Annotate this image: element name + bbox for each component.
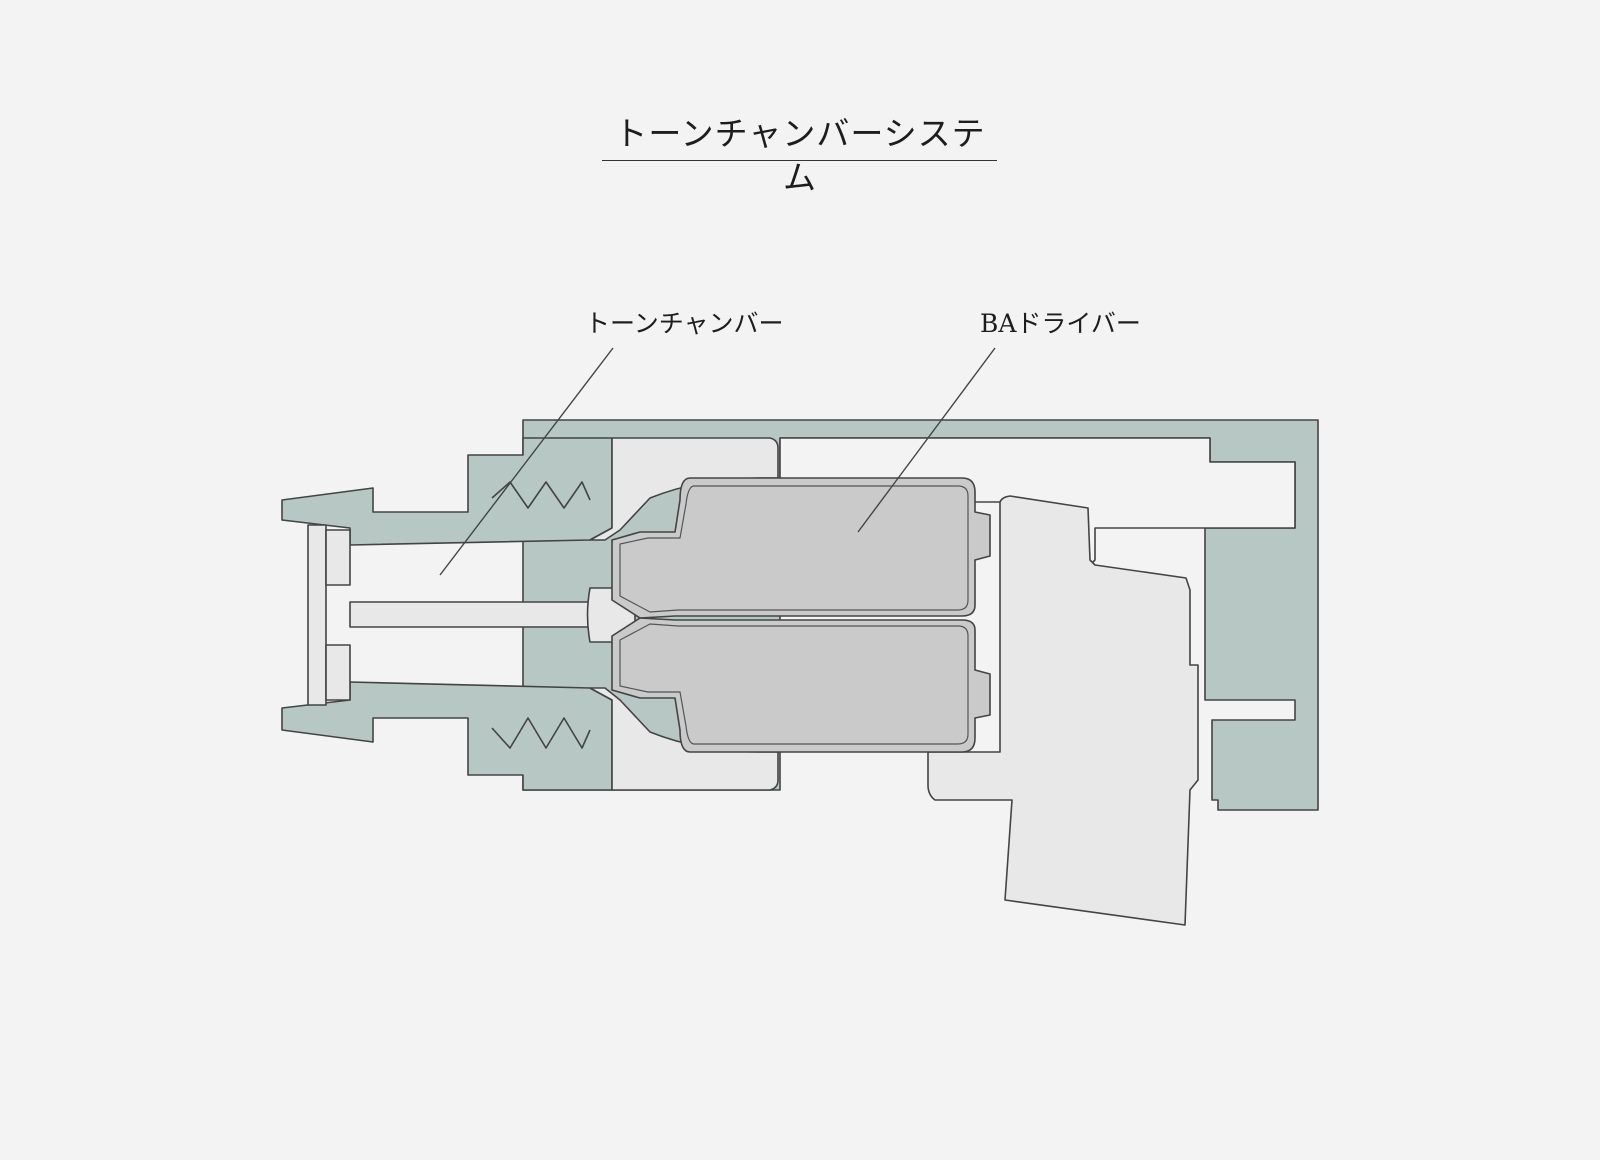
nozzle-filter-upper xyxy=(325,529,351,586)
rear-cable-part xyxy=(927,495,1199,926)
ba-driver-lower-inner xyxy=(619,623,969,745)
nozzle-filter-lower xyxy=(325,644,351,701)
tone-chamber-leader-line xyxy=(439,347,614,576)
ba-driver-leader-line xyxy=(857,347,996,533)
page-title: トーンチャンバーシステム xyxy=(614,114,986,197)
nozzle-upper xyxy=(281,437,613,546)
ba-driver-label: BAドライバー xyxy=(980,309,1141,338)
nozzle-tip-cap xyxy=(307,524,327,706)
title-underline xyxy=(602,160,997,161)
sound-tube xyxy=(349,601,591,628)
ba-driver-upper xyxy=(611,477,991,619)
ba-driver-lower xyxy=(611,617,991,753)
ba-driver-upper-inner xyxy=(619,485,969,613)
spring-lower xyxy=(491,717,591,749)
tone-chamber-label: トーンチャンバー xyxy=(585,309,784,338)
